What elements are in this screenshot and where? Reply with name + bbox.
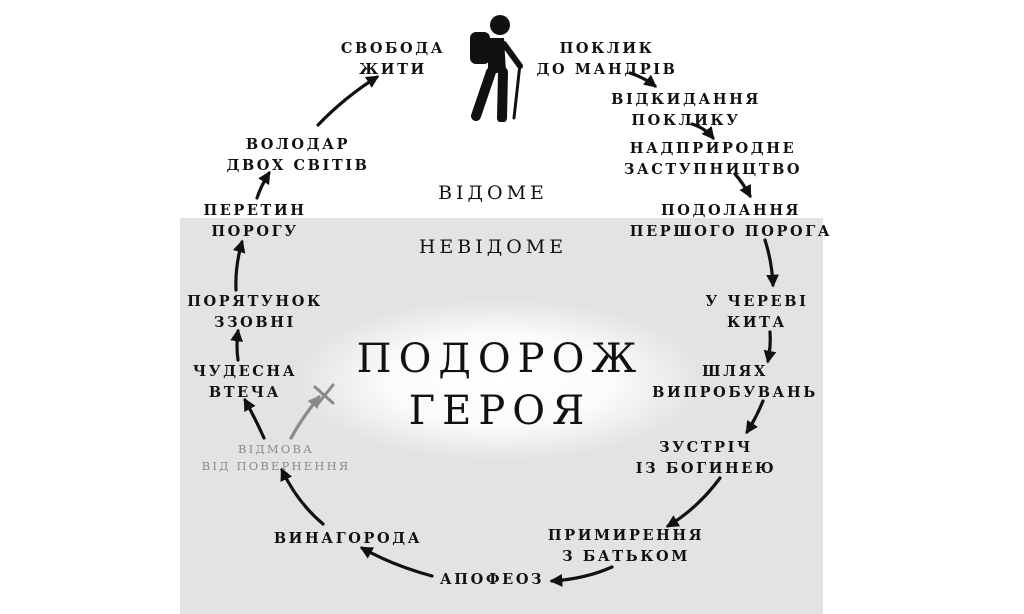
arrow-peretyn-volodar: [255, 170, 271, 200]
stage-line: ПЕРЕТИН: [203, 202, 307, 219]
stage-line: ПОРОГУ: [211, 223, 299, 240]
stage-line: ВТЕЧА: [208, 384, 282, 401]
zone-unknown-label: НЕВІДОМЕ: [418, 236, 568, 258]
arrow-vynahoroda-vidmova: [280, 467, 325, 526]
stage-peretyn: ПЕРЕТИН ПОРОГУ: [203, 200, 306, 242]
stage-line: ВОЛОДАР: [245, 136, 351, 153]
stage-line: ВІД ПОВЕРНЕННЯ: [201, 459, 351, 473]
stage-line: ЧУДЕСНА: [192, 363, 298, 380]
stage-line: З БАТЬКОМ: [562, 548, 690, 565]
stage-line: АПОФЕОЗ: [439, 571, 545, 588]
stage-line: ДО МАНДРІВ: [536, 61, 678, 78]
arrow-apofeoz-vynahoroda: [359, 546, 434, 578]
stage-volodar: ВОЛОДАР ДВОХ СВІТІВ: [226, 134, 369, 176]
stage-poklyk: ПОКЛИК ДО МАНДРІВ: [537, 38, 678, 80]
hiker-icon: [470, 15, 523, 122]
stage-prymyrennia: ПРИМИРЕННЯ З БАТЬКОМ: [548, 525, 704, 567]
stage-line: ПОКЛИК: [559, 40, 655, 57]
stage-line: ВИНАГОРОДА: [273, 530, 423, 547]
stage-chudesna: ЧУДЕСНА ВТЕЧА: [193, 361, 297, 403]
stage-line: ІЗ БОГИНЕЮ: [635, 460, 777, 477]
arrow-shliakh-zustrich: [745, 399, 765, 435]
stage-line: ВІДМОВА: [237, 442, 315, 456]
stage-line: ПОДОЛАННЯ: [660, 202, 802, 219]
arrow-vidkydannia-nadpryrodne: [690, 122, 715, 140]
stage-vynahoroda: ВИНАГОРОДА: [274, 528, 422, 549]
stage-line: НАДПРИРОДНЕ: [629, 140, 797, 157]
arrow-chudesna-poriatunok: [230, 328, 243, 362]
stage-nadpryrodne: НАДПРИРОДНЕ ЗАСТУПНИЦТВО: [624, 138, 802, 180]
stage-shliakh: ШЛЯХ ВИПРОБУВАНЬ: [652, 361, 818, 403]
stage-cherevi: У ЧЕРЕВІ КИТА: [706, 291, 809, 333]
stage-line: КИТА: [727, 314, 787, 331]
stage-line: ВИПРОБУВАНЬ: [652, 384, 818, 401]
arrow-rejected-return: [289, 395, 321, 440]
arrow-cherevi-shliakh: [763, 330, 777, 364]
stage-line: ШЛЯХ: [702, 363, 768, 380]
title-glow: [300, 300, 700, 460]
stage-line: ЖИТИ: [359, 61, 427, 78]
stage-poriatunok: ПОРЯТУНОК ЗЗОВНІ: [187, 291, 323, 333]
stage-line: ВІДКИДАННЯ: [611, 91, 761, 108]
cross-icon: [313, 383, 335, 407]
stage-zustrich: ЗУСТРІЧ ІЗ БОГИНЕЮ: [636, 437, 776, 479]
arrow-zustrich-prymyrennia: [665, 476, 722, 528]
diagram-title: ПОДОРОЖ ГЕРОЯ: [357, 333, 644, 437]
arrow-nadpryrodne-podolannia: [733, 172, 752, 199]
stage-line: СВОБОДА: [340, 40, 446, 57]
stage-line: ПРИМИРЕННЯ: [547, 527, 705, 544]
arrow-volodar-svoboda: [316, 75, 380, 127]
title-line-2: ГЕРОЯ: [408, 388, 592, 434]
stage-vidkydannia: ВІДКИДАННЯ ПОКЛИКУ: [611, 89, 761, 131]
stage-line: ЗЗОВНІ: [214, 314, 296, 331]
title-line-1: ПОДОРОЖ: [356, 336, 644, 382]
stage-line: ПОКЛИКУ: [631, 112, 741, 129]
arrow-poklyk-vidkydannia: [628, 71, 657, 88]
stage-line: ЗУСТРІЧ: [659, 439, 753, 456]
stage-line: ЗАСТУПНИЦТВО: [623, 161, 803, 178]
arrow-podolannia-cherevi: [763, 238, 779, 288]
stage-line: У ЧЕРЕВІ: [705, 293, 809, 310]
arrow-prymyrennia-apofeoz: [549, 565, 614, 587]
stage-podolannia: ПОДОЛАННЯ ПЕРШОГО ПОРОГА: [630, 200, 832, 242]
stage-apofeoz: АПОФЕОЗ: [440, 569, 544, 590]
arrow-vidmova-chudesna: [243, 397, 266, 440]
arrow-poriatunok-peretyn: [232, 239, 246, 292]
stage-svoboda: СВОБОДА ЖИТИ: [341, 38, 445, 80]
zone-known-label: ВІДОМЕ: [438, 182, 548, 204]
stage-line: ПОРЯТУНОК: [187, 293, 323, 310]
stage-line: ДВОХ СВІТІВ: [226, 157, 370, 174]
stage-line: ПЕРШОГО ПОРОГА: [629, 223, 833, 240]
stage-vidmova: ВІДМОВА ВІД ПОВЕРНЕННЯ: [202, 441, 351, 475]
